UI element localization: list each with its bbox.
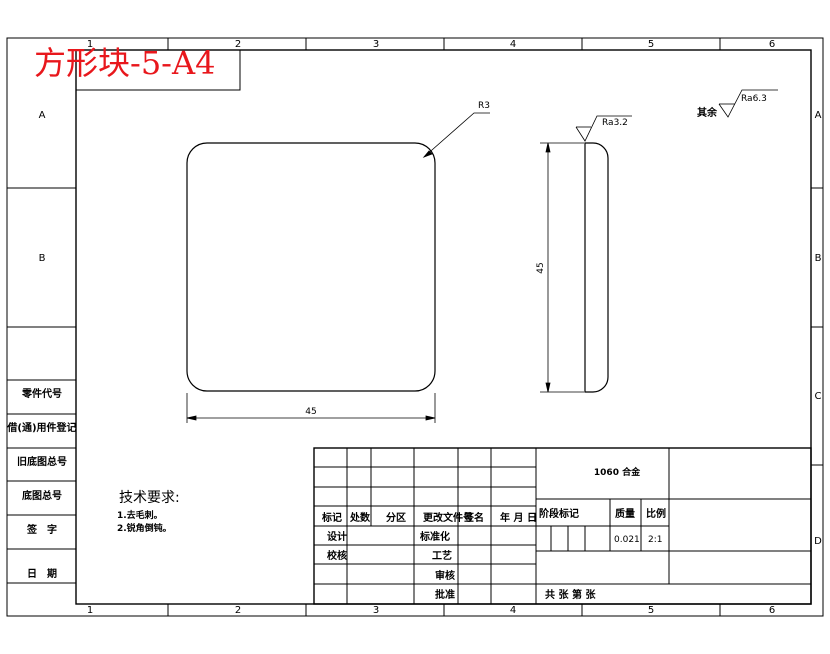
header-date: 年 月 日	[500, 511, 537, 524]
col-label-top-3: 3	[373, 39, 379, 50]
scale-value: 2:1	[648, 535, 662, 545]
tech-req-title: 技术要求:	[119, 490, 180, 506]
role-check: 校核	[327, 549, 347, 562]
col-label-bottom-5: 5	[648, 605, 654, 616]
header-mark: 标记	[321, 511, 342, 524]
stage-mark-header: 阶段标记	[539, 507, 579, 520]
title-block	[313, 447, 812, 605]
radius-callout	[422, 112, 490, 158]
col-label-top-1: 1	[87, 39, 93, 50]
mass-value: 0.021	[614, 535, 640, 545]
tech-req-item-1: 1.去毛刺。	[117, 509, 163, 521]
strip-part-code: 零件代号	[21, 387, 62, 400]
role-approve: 批准	[435, 588, 455, 601]
role-process: 工艺	[432, 549, 452, 562]
strip-date: 日 期	[27, 567, 57, 580]
roughness-side-label: Ra3.2	[602, 118, 628, 128]
col-label-top-5: 5	[648, 39, 654, 50]
side-view	[584, 142, 609, 393]
strip-old-base-number: 旧底图总号	[17, 455, 67, 468]
col-label-top-2: 2	[235, 39, 241, 50]
strip-signature: 签 字	[26, 523, 57, 536]
roughness-symbol-rest	[718, 89, 778, 118]
tech-req-item-2: 2.锐角倒钝。	[117, 522, 172, 534]
sheet-title: 方形块-5-A4	[34, 44, 215, 82]
role-design: 设计	[327, 530, 347, 543]
header-sign: 签名	[463, 511, 484, 524]
col-label-top-6: 6	[769, 39, 775, 50]
height-dimension	[540, 142, 584, 393]
row-label-left-b: B	[39, 253, 46, 264]
row-label-right-b: B	[815, 253, 822, 264]
header-count: 处数	[349, 511, 371, 524]
role-review: 审核	[435, 569, 455, 582]
width-dimension-label: 45	[305, 407, 316, 417]
width-dimension	[186, 393, 436, 423]
front-view-outline	[186, 142, 436, 392]
mass-header: 质量	[615, 507, 635, 520]
strip-borrowed-register: 借(通)用件登记	[6, 421, 76, 434]
role-standard: 标准化	[419, 530, 450, 543]
header-change-doc: 更改文件号	[423, 511, 473, 524]
height-dimension-label: 45	[536, 262, 546, 273]
material-label: 1060 合金	[594, 466, 641, 478]
header-zone: 分区	[386, 511, 406, 524]
row-label-right-c: C	[815, 391, 822, 402]
col-label-top-4: 4	[510, 39, 516, 50]
row-label-right-a: A	[815, 110, 822, 121]
col-label-bottom-3: 3	[373, 605, 379, 616]
front-view	[186, 142, 436, 392]
col-label-bottom-1: 1	[87, 605, 93, 616]
roughness-symbol-side	[575, 115, 632, 142]
radius-label: R3	[478, 101, 490, 111]
sheets-label: 共 张 第 张	[545, 588, 596, 601]
col-label-bottom-6: 6	[769, 605, 775, 616]
col-label-bottom-4: 4	[510, 605, 516, 616]
scale-header: 比例	[646, 507, 666, 520]
row-label-right-d: D	[814, 536, 822, 547]
roughness-rest-label: Ra6.3	[741, 94, 767, 104]
row-label-left-a: A	[39, 110, 46, 121]
strip-base-number: 底图总号	[22, 489, 62, 502]
roughness-rest-prefix: 其余	[697, 106, 718, 119]
col-label-bottom-2: 2	[235, 605, 241, 616]
